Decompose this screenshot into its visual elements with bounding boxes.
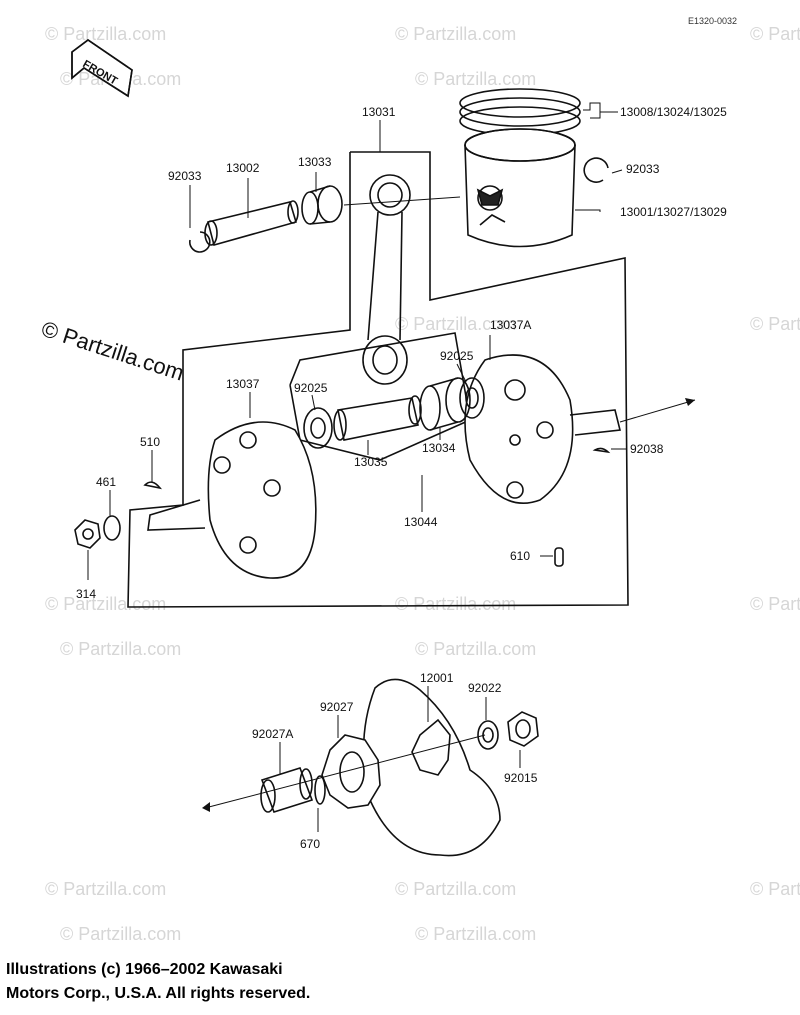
small-end-bearing-icon: [301, 185, 343, 225]
watermark-dark: © Partzilla.com: [38, 316, 187, 386]
label-92033-left: 92033: [168, 169, 202, 183]
label-13037A: 13037A: [490, 318, 531, 332]
label-13031: 13031: [362, 105, 396, 119]
thrust-washer-left-icon: [303, 407, 333, 449]
copyright-line-2: Motors Corp., U.S.A. All rights reserved…: [6, 985, 311, 1002]
label-13001: 13001/13027/13029: [620, 205, 727, 219]
watermark: © Partzilla.com: [415, 69, 536, 89]
watermark: © Partzilla.com: [750, 879, 800, 899]
crank-nut-icon: [74, 519, 101, 549]
label-92025-left: 92025: [294, 381, 328, 395]
label-92033-right: 92033: [626, 162, 660, 176]
label-92038: 92038: [630, 442, 664, 456]
label-610: 610: [510, 549, 530, 563]
o-ring-670-icon: [314, 775, 326, 805]
label-13037: 13037: [226, 377, 260, 391]
gear-92027-icon: [321, 734, 381, 809]
watermark: © Partzilla.com: [750, 314, 800, 334]
label-92015: 92015: [504, 771, 538, 785]
lock-washer-icon: [103, 515, 121, 541]
label-510: 510: [140, 435, 160, 449]
copyright-notice: Illustrations (c) 1966–2002 Kawasaki Mot…: [6, 958, 426, 1006]
circlip-left-icon: [189, 231, 211, 253]
part-labels: 13008/13024/13025 13001/13027/13029 9203…: [76, 105, 727, 851]
watermark: © Partzilla.com: [45, 594, 166, 614]
connecting-rod-icon: [362, 174, 411, 385]
watermark: © Partzilla.com: [45, 24, 166, 44]
leader-lines: [87, 102, 626, 832]
piston-rings-icon: [459, 88, 581, 136]
watermark: © Partzilla.com: [395, 594, 516, 614]
label-12001: 12001: [420, 671, 454, 685]
label-92027A: 92027A: [252, 727, 293, 741]
piston-icon: [464, 128, 576, 248]
big-end-bearing-icon: [419, 377, 471, 431]
woodruff-key-icon: [143, 481, 162, 490]
thrust-washer-right-icon: [459, 377, 485, 419]
key-92038-icon: [592, 447, 611, 454]
label-314: 314: [76, 587, 96, 601]
watermark: © Partzilla.com: [750, 594, 800, 614]
label-13035: 13035: [354, 455, 388, 469]
washer-92022-icon: [477, 720, 499, 750]
watermark: © Partzilla.com: [415, 639, 536, 659]
label-13002: 13002: [226, 161, 260, 175]
piston-pin-icon: [204, 200, 299, 246]
right-crank-half-icon: [464, 354, 621, 504]
left-crank-half-icon: [147, 421, 317, 579]
diagram-code: E1320-0032: [688, 16, 737, 26]
watermark: © Partzilla.com: [395, 879, 516, 899]
copyright-line-1: Illustrations (c) 1966–2002 Kawasaki: [6, 961, 283, 978]
watermark: © Partzilla.com: [60, 924, 181, 944]
watermark: © Partzilla.com: [395, 314, 516, 334]
front-arrow-icon: [71, 39, 133, 98]
label-92025-right: 92025: [440, 349, 474, 363]
watermark: © Partzilla.com: [395, 24, 516, 44]
watermark: © Partzilla.com: [750, 24, 800, 44]
label-13034: 13034: [422, 441, 456, 455]
label-13044: 13044: [404, 515, 438, 529]
label-13008: 13008/13024/13025: [620, 105, 727, 119]
circlip-right-icon: [583, 157, 609, 183]
label-461: 461: [96, 475, 116, 489]
dowel-pin-610-icon: [554, 547, 564, 567]
watermark: © Partzilla.com: [415, 924, 536, 944]
nut-92015-icon: [507, 711, 539, 747]
rotary-valve-disc-icon: [362, 678, 501, 857]
watermark: © Partzilla.com: [60, 639, 181, 659]
collar-92027A-icon: [260, 767, 314, 813]
label-670: 670: [300, 837, 320, 851]
label-92022: 92022: [468, 681, 502, 695]
watermark: © Partzilla.com: [45, 879, 166, 899]
label-13033: 13033: [298, 155, 332, 169]
label-92027: 92027: [320, 700, 354, 714]
crank-pin-icon: [333, 395, 422, 441]
